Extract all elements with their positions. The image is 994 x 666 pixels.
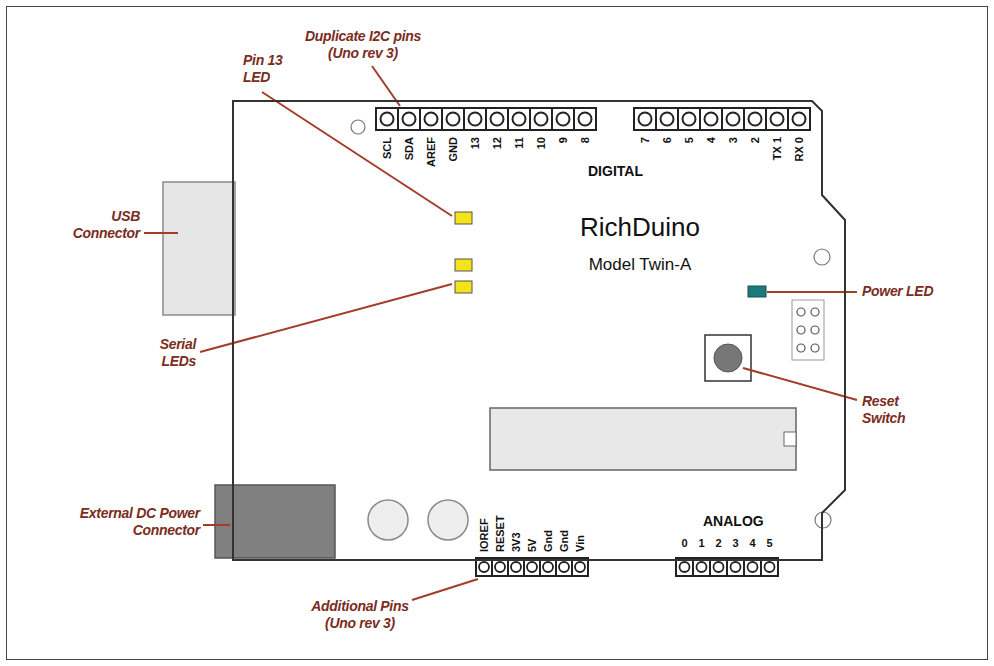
pin-label: 9 <box>557 137 569 173</box>
pin-label: Gnd <box>558 496 570 552</box>
callout-label: External DC Power Connector <box>76 505 200 539</box>
microcontroller-chip <box>490 408 796 470</box>
leader-line <box>262 92 452 216</box>
leader-line <box>203 524 230 526</box>
pin-label: SDA <box>403 137 415 173</box>
icsp-pin <box>797 308 805 316</box>
pin-label: 11 <box>513 137 525 173</box>
pin-label: RX 0 <box>793 137 805 173</box>
header-title: ANALOG <box>703 513 764 530</box>
digital-header <box>376 108 596 130</box>
power-led <box>748 286 766 297</box>
pin-label: 1 <box>694 537 710 549</box>
pin-label: 6 <box>661 137 673 173</box>
icsp-pin <box>811 308 819 316</box>
board-shape <box>232 100 846 562</box>
callout-label: Power LED <box>862 283 933 300</box>
serial-led <box>455 281 472 293</box>
callout-label: Duplicate I2C pins (Uno rev 3) <box>298 28 428 62</box>
pin-label: RESET <box>494 496 506 552</box>
leader-line <box>200 284 452 352</box>
pin-label: 12 <box>491 137 503 173</box>
pin-label: 3V3 <box>510 496 522 552</box>
pin-label: TX 1 <box>771 137 783 173</box>
pin-label: 2 <box>749 137 761 173</box>
callout-label: Reset Switch <box>862 393 924 427</box>
board-outline: RichDuinoModel Twin-A <box>232 100 846 562</box>
pin-label: IOREF <box>478 496 490 552</box>
callout-label: Additional Pins (Uno rev 3) <box>298 598 422 632</box>
pin-label: 10 <box>535 137 547 173</box>
leader-line <box>743 368 857 400</box>
leader-line <box>144 232 178 234</box>
pin-label: 13 <box>469 137 481 173</box>
pin-label: 3 <box>728 537 744 549</box>
pin-label: 0 <box>677 537 693 549</box>
usb-connector <box>163 182 235 315</box>
board-edge <box>233 101 845 560</box>
reset-switch-body <box>705 335 751 381</box>
pin-label: Gnd <box>542 496 554 552</box>
picture-frame <box>7 7 988 660</box>
callout-label: USB Connector <box>60 208 140 242</box>
callout-label: Serial LEDs <box>136 336 196 370</box>
pin-label: 4 <box>745 537 761 549</box>
reset-button <box>714 344 742 372</box>
mounting-hole <box>814 249 830 265</box>
serial-led <box>455 259 472 271</box>
leader-line <box>412 579 478 600</box>
capacitor <box>428 500 468 540</box>
icsp-pin <box>797 326 805 334</box>
pin-label: 2 <box>711 537 727 549</box>
leader-line <box>767 291 857 293</box>
pin-label: Vin <box>574 496 586 552</box>
chip-notch <box>784 432 796 446</box>
digital-header <box>634 108 810 130</box>
callout-label: Pin 13 LED <box>243 52 299 86</box>
model-name: Model Twin-A <box>540 255 740 275</box>
pin-label: SCL <box>381 137 393 173</box>
pin-label: 5V <box>526 496 538 552</box>
pin-label: 4 <box>705 137 717 173</box>
capacitor <box>368 500 408 540</box>
pin-label: 5 <box>683 137 695 173</box>
icsp-pin <box>797 344 805 352</box>
icsp-pin <box>811 326 819 334</box>
pin13-led <box>455 212 472 224</box>
pin-label: AREF <box>425 137 437 173</box>
icsp-pin <box>811 344 819 352</box>
pin-label: 3 <box>727 137 739 173</box>
pin-label: 5 <box>762 537 778 549</box>
header-title: DIGITAL <box>588 163 643 180</box>
icsp-header <box>792 300 824 360</box>
mounting-hole <box>351 120 365 134</box>
board-name: RichDuino <box>540 212 740 242</box>
pin-label: GND <box>447 137 459 173</box>
